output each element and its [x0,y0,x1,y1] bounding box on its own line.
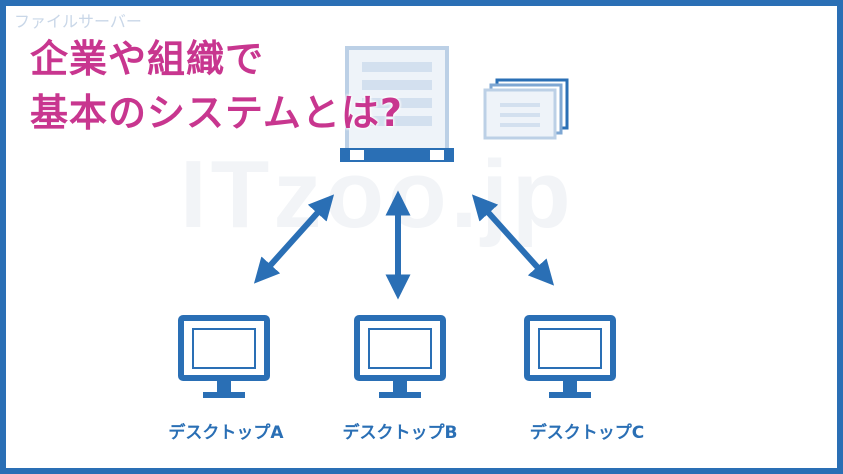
server-caption: ファイルサーバー [14,12,142,31]
double-arrow-icon [253,194,335,284]
desktop-label-c: デスクトップC [529,423,645,443]
server-icon [340,46,454,162]
desktop-label-a: デスクトップA [168,423,284,443]
monitor-icon [524,315,616,398]
double-arrow-icon [471,194,555,286]
desktop-label-b: デスクトップB [342,423,458,443]
title-line-2: 基本のシステムとは? [30,91,403,135]
title-line-1: 企業や組織で [30,37,265,81]
monitor-icon [354,315,446,398]
documents-icon [483,78,569,140]
monitor-icon [178,315,270,398]
